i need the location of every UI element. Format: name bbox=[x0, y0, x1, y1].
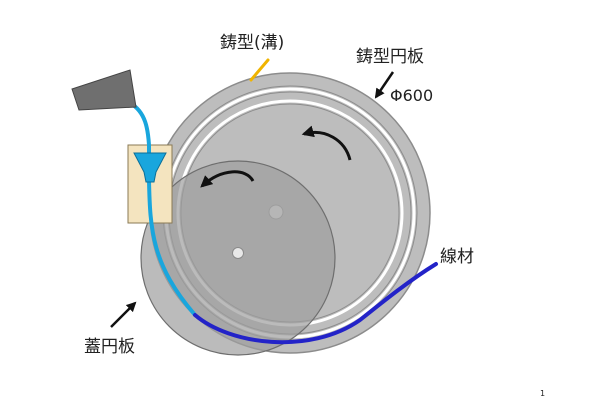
page-number: 1 bbox=[540, 389, 545, 398]
lid-disc-axle bbox=[232, 247, 244, 259]
diameter-pointer-arrow-icon bbox=[374, 71, 395, 99]
label-mold-groove: 鋳型(溝) bbox=[220, 33, 284, 53]
wire-strand bbox=[193, 262, 438, 345]
label-wire: 線材 bbox=[440, 247, 474, 267]
ladle-icon bbox=[71, 69, 137, 111]
label-mold-disc: 鋳型円板 bbox=[356, 47, 424, 67]
lid-pointer-arrow-icon bbox=[110, 301, 137, 328]
label-diameter: Φ600 bbox=[390, 86, 433, 105]
funnel-icon bbox=[133, 152, 167, 183]
groove-marker bbox=[249, 58, 270, 82]
rotation-arrow-icon bbox=[301, 125, 352, 161]
label-lid-disc: 蓋円板 bbox=[84, 337, 135, 357]
molten-metal-stream bbox=[128, 101, 197, 317]
rotation-arrow-icon bbox=[200, 170, 255, 188]
